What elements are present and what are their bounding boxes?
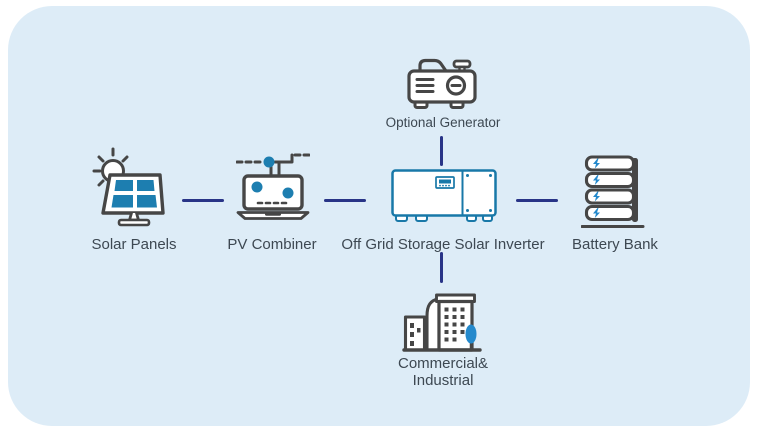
- generator-label: Optional Generator: [385, 115, 501, 130]
- load-label-line1: Commercial&: [397, 355, 488, 372]
- battery-bank-icon: [581, 152, 645, 230]
- battery-bank-label: Battery Bank: [572, 236, 658, 253]
- solar-panels-label: Solar Panels: [91, 236, 177, 253]
- inverter-icon: [391, 169, 497, 223]
- load-label-line2: Industrial: [412, 372, 474, 389]
- generator-icon: [405, 52, 481, 112]
- commercial-industrial-icon: [402, 284, 484, 354]
- load-label: Commercial& Industrial: [363, 355, 523, 389]
- connector-inverter-load: [440, 252, 443, 283]
- connector-generator-inverter: [440, 136, 443, 166]
- pv-combiner-icon: [236, 148, 310, 222]
- connector-inverter-battery: [516, 199, 558, 202]
- connector-combiner-inverter: [324, 199, 366, 202]
- connector-solar-combiner: [182, 199, 224, 202]
- solar-panels-icon: [92, 146, 180, 230]
- inverter-label: Off Grid Storage Solar Inverter: [341, 236, 545, 253]
- pv-combiner-label: PV Combiner: [227, 236, 317, 253]
